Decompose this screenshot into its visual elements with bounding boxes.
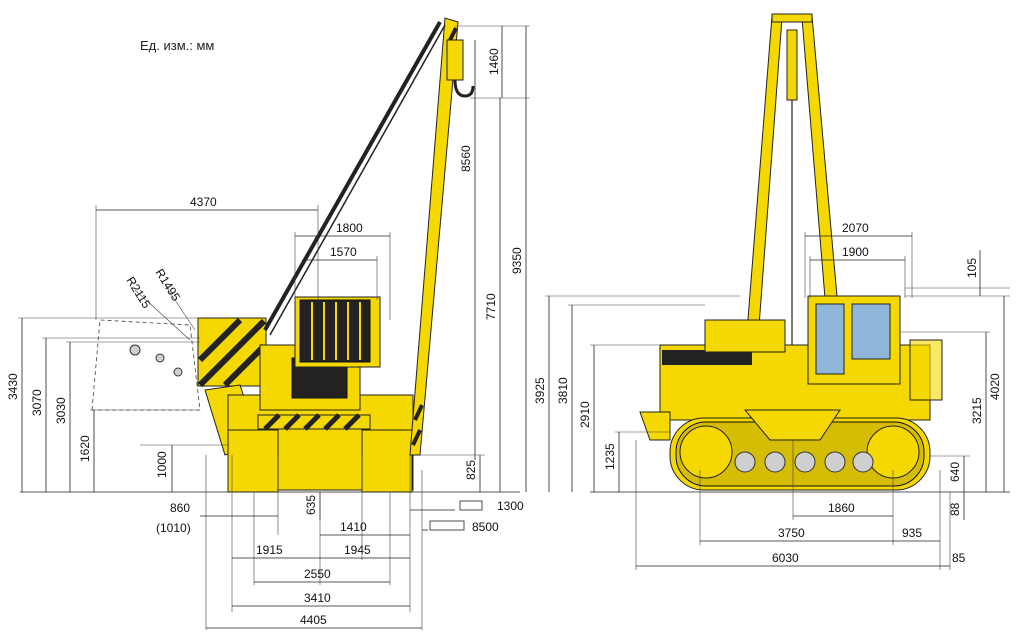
dim-9350: 9350 (510, 247, 524, 274)
dim-88: 88 (948, 502, 962, 516)
left-view-dimensions: 4370 1800 1570 R1495 R2115 3430 3070 303… (6, 25, 530, 630)
hook (453, 79, 475, 98)
dim-2070: 2070 (842, 221, 869, 235)
dim-640: 640 (948, 462, 962, 482)
dim-3750: 3750 (778, 526, 805, 540)
unit-note: Ед. изм.: мм (140, 38, 215, 53)
pivot-pin-2 (155, 353, 165, 363)
dim-105: 105 (965, 258, 979, 278)
note-1300: 1300 (497, 499, 524, 513)
dim-7710: 7710 (484, 293, 498, 320)
dim-2910: 2910 (578, 401, 592, 428)
pivot-pin-3 (173, 367, 183, 377)
dim-1800: 1800 (336, 221, 363, 235)
roller-4 (824, 451, 846, 473)
idler-wheel (679, 425, 733, 479)
dim-1915: 1915 (256, 543, 283, 557)
dim-85: 85 (952, 551, 966, 565)
dim-3410: 3410 (304, 591, 331, 605)
rear-guard (909, 339, 943, 401)
pivot-pin-1 (129, 344, 141, 356)
dim-860: 860 (170, 501, 190, 515)
hoist-cable-2 (269, 24, 446, 336)
right-track (361, 429, 413, 493)
dim-4370: 4370 (190, 195, 217, 209)
engine-top (704, 319, 786, 353)
dim-4020: 4020 (988, 373, 1002, 400)
note-8500: 8500 (472, 520, 499, 534)
dim-1000: 1000 (155, 451, 169, 478)
roller-2 (764, 451, 786, 473)
radius-r2115: R2115 (123, 274, 153, 311)
right-view-machine (639, 13, 943, 491)
boom-base (743, 409, 841, 441)
dim-1900: 1900 (842, 245, 869, 259)
dim-6030: 6030 (772, 551, 799, 565)
boom-top (771, 13, 813, 23)
boom-hook-block (786, 29, 798, 101)
note-box-2 (429, 520, 465, 531)
dim-635: 635 (304, 495, 318, 515)
dim-1460: 1460 (487, 48, 501, 75)
dim-2550: 2550 (304, 567, 331, 581)
dim-3810: 3810 (556, 377, 570, 404)
dim-1620: 1620 (78, 435, 92, 462)
dim-4405: 4405 (300, 613, 327, 627)
roller-3 (794, 451, 816, 473)
note-box-1 (459, 500, 483, 511)
dim-3070: 3070 (30, 389, 44, 416)
hood-stripe (662, 350, 752, 365)
cab-guard-bars (311, 302, 361, 360)
dim-1235: 1235 (603, 443, 617, 470)
dim-8560: 8560 (459, 145, 473, 172)
hook-block (446, 39, 464, 81)
left-track (227, 429, 279, 493)
counterweight-stripes (197, 317, 267, 388)
dim-1860: 1860 (828, 501, 855, 515)
radius-r1495: R1495 (152, 266, 183, 304)
dim-1945: 1945 (344, 543, 371, 557)
dim-935: 935 (902, 526, 922, 540)
right-view-dimensions: 2070 1900 105 3925 3810 2910 1235 4020 3… (533, 221, 1010, 570)
roller-5 (852, 451, 874, 473)
dim-1570: 1570 (330, 245, 357, 259)
left-view-machine (91, 17, 475, 493)
hoist-cable (263, 21, 442, 331)
front-bracket (639, 411, 671, 441)
roller-1 (734, 451, 756, 473)
cab-window-side (851, 303, 891, 360)
dim-825: 825 (464, 460, 478, 480)
boom (409, 17, 459, 456)
dim-3430: 3430 (6, 373, 20, 400)
bumper-stripes (263, 413, 361, 431)
dim-1010: (1010) (156, 521, 191, 535)
dim-3215: 3215 (970, 397, 984, 424)
cab-window-front (815, 303, 845, 375)
dim-3925: 3925 (533, 377, 547, 404)
counterweight-alt-position (91, 319, 201, 411)
dim-1410: 1410 (340, 520, 367, 534)
dim-3030: 3030 (54, 397, 68, 424)
